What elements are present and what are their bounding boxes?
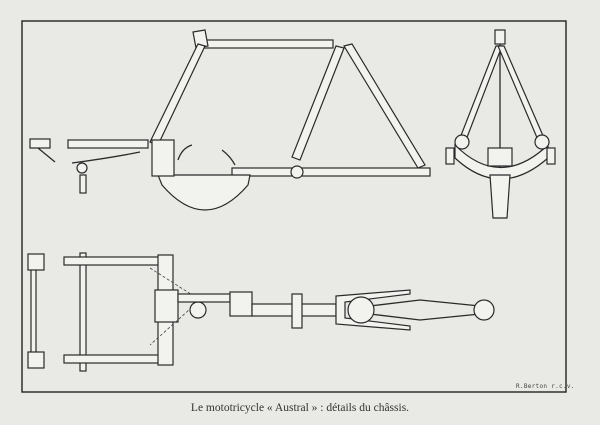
figure-caption: Le mototricycle « Austral » : détails du… [190,402,410,414]
side-elevation-drawing [29,29,431,211]
plate-frame [21,20,567,393]
engraver-signature: R.Berton r.c.v. [516,383,575,390]
plan-view-drawing [27,252,495,372]
front-elevation-drawing [445,29,556,219]
